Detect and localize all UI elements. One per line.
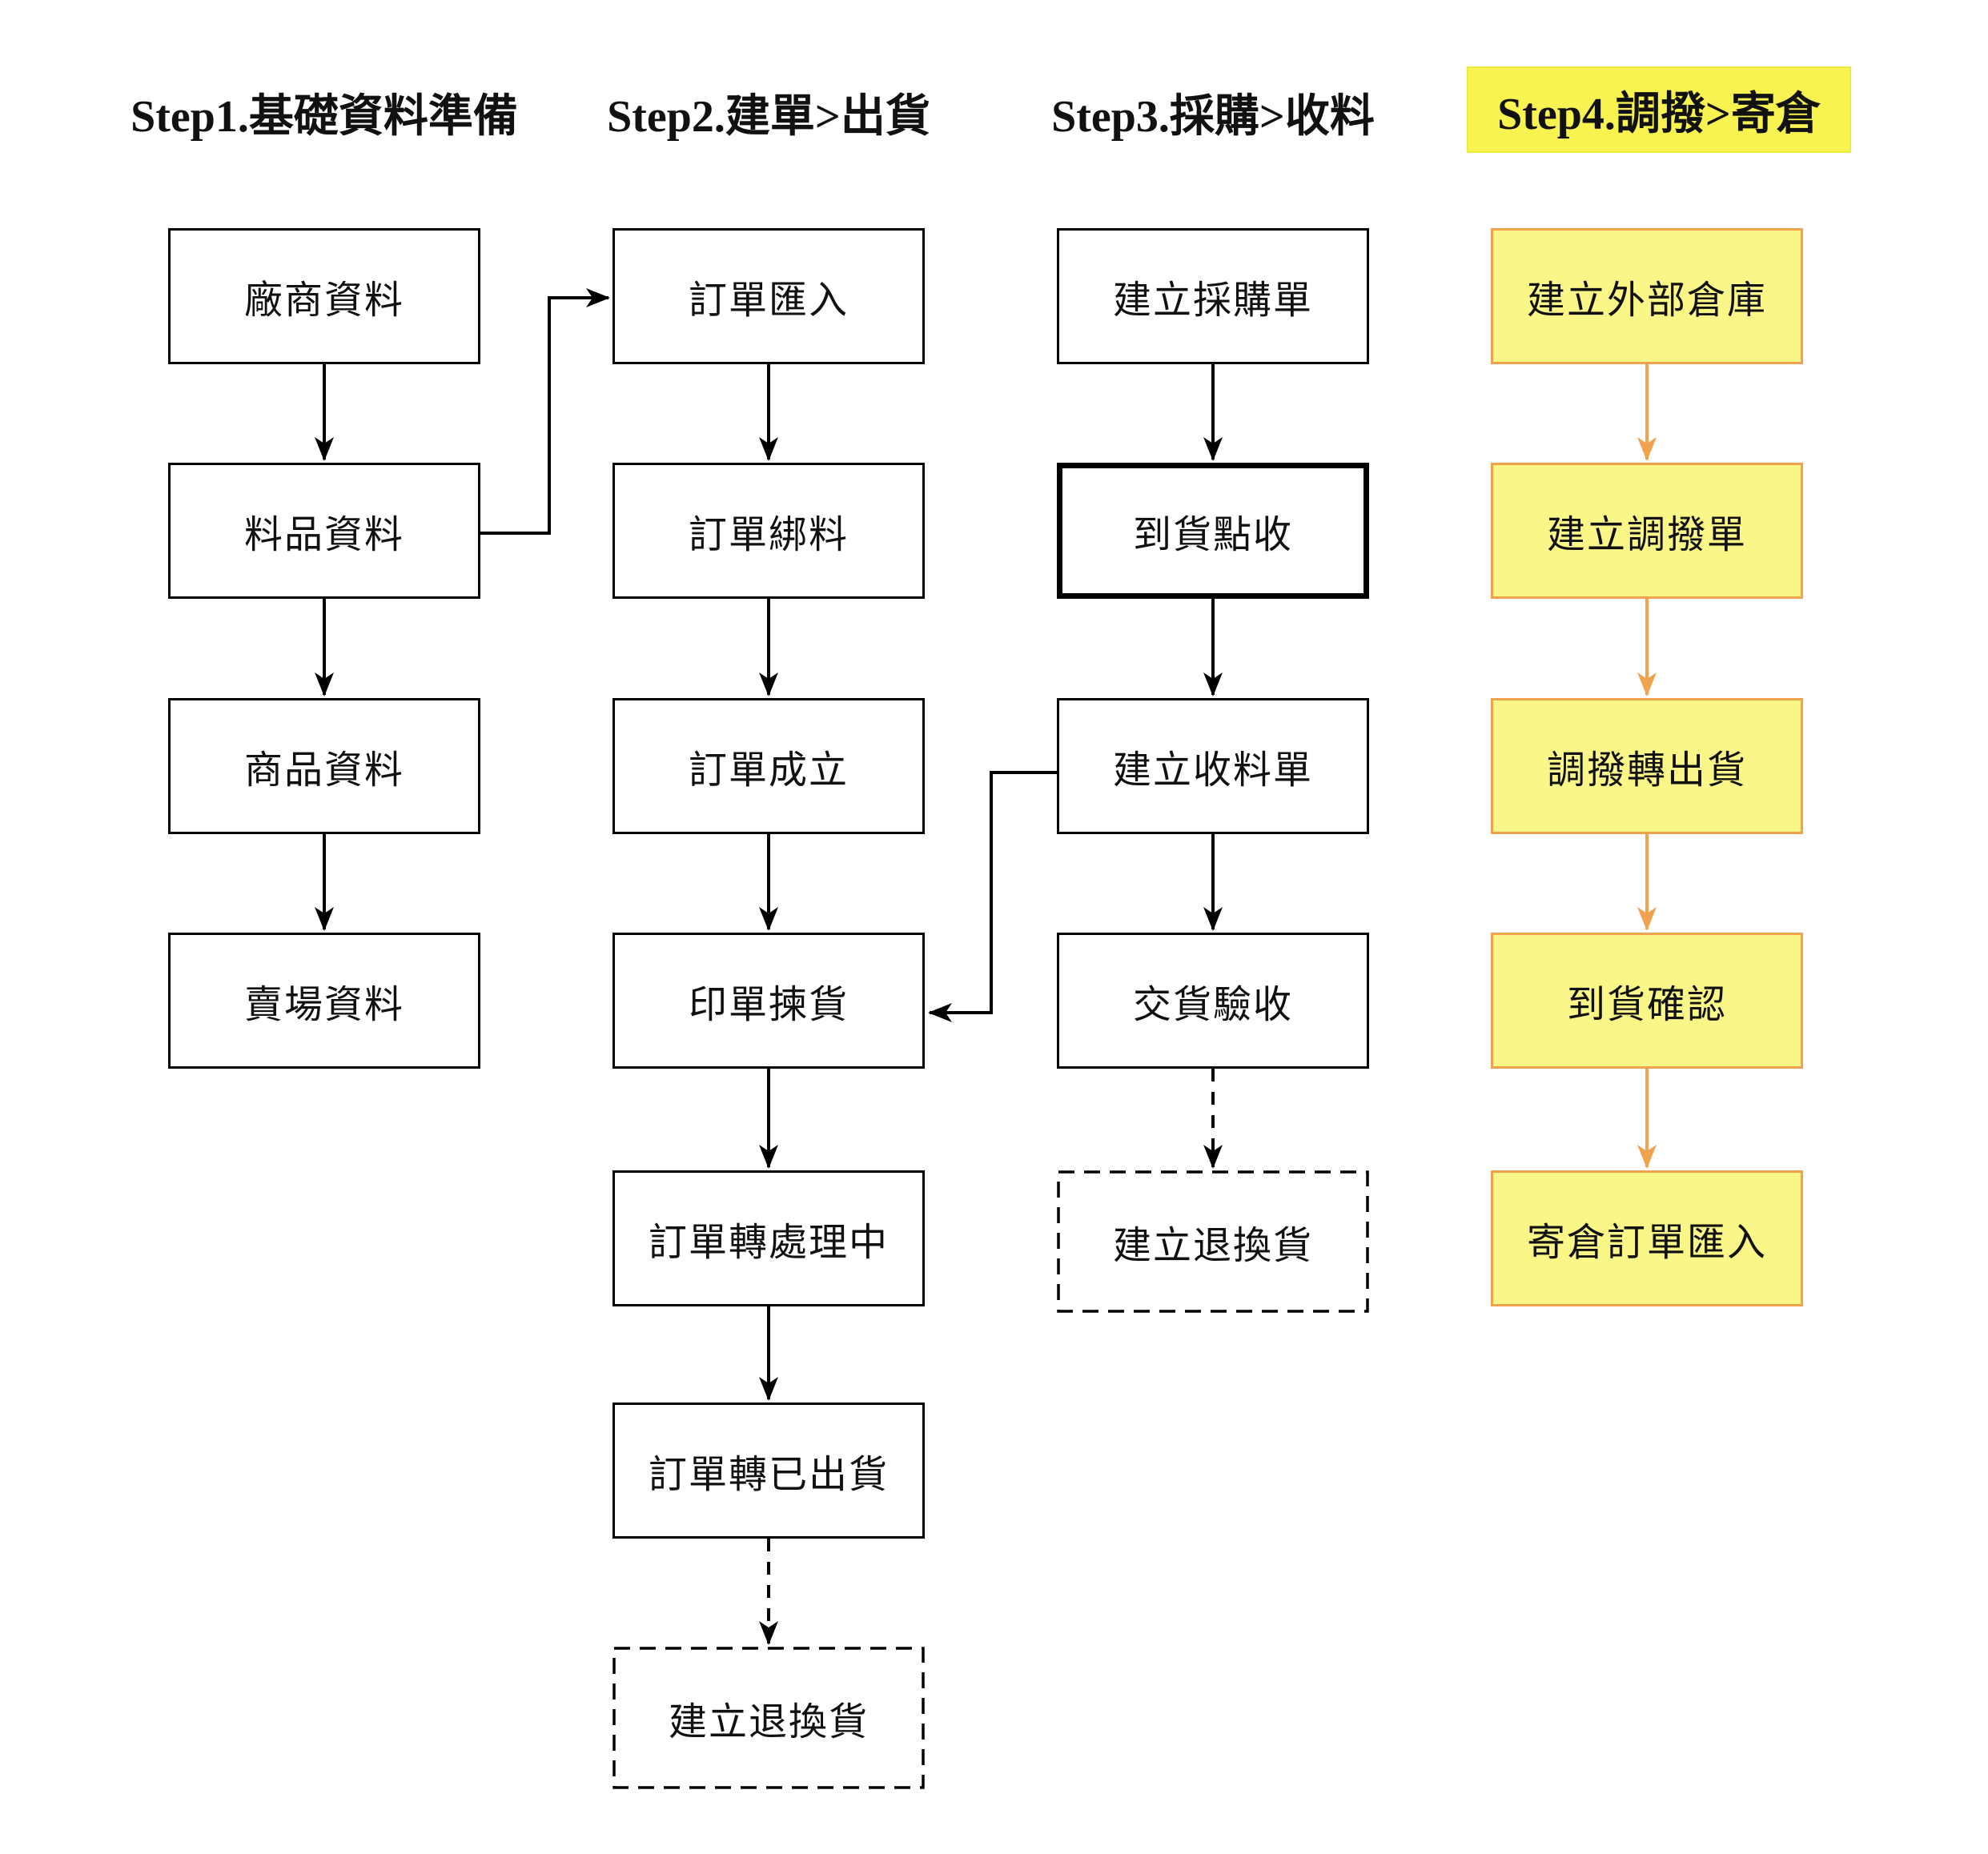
column-header-step4: Step4.調撥>寄倉 — [1497, 89, 1821, 139]
node-create-external-warehouse: 建立外部倉庫 — [1491, 228, 1803, 364]
node-arrival-confirm: 到貨確認 — [1491, 933, 1803, 1069]
node-create-purchase-order: 建立採購單 — [1057, 228, 1369, 364]
dashed-box-return-sales-outline — [612, 1647, 925, 1789]
node-create-receiving-note: 建立收料單 — [1057, 698, 1369, 834]
node-store-data: 賣場資料 — [168, 933, 480, 1069]
edge-material-to-order-import — [480, 288, 610, 535]
column-header-step1: Step1.基礎資料準備 — [131, 91, 518, 142]
node-order-import: 訂單匯入 — [612, 228, 925, 364]
node-order-to-processing: 訂單轉處理中 — [612, 1170, 925, 1306]
node-order-to-shipped: 訂單轉已出貨 — [612, 1403, 925, 1539]
node-create-return-exchange-sales: 建立退換貨 — [668, 1701, 869, 1744]
node-vendor-data: 廠商資料 — [168, 228, 480, 364]
node-create-return-exchange-purchase: 建立退換貨 — [1112, 1225, 1313, 1267]
column-header-step4-highlight-band: Step4.調撥>寄倉 — [1467, 66, 1851, 153]
node-material-data: 料品資料 — [168, 463, 480, 599]
node-order-established: 訂單成立 — [612, 698, 925, 834]
column-header-step2: Step2.建單>出貨 — [607, 91, 930, 142]
edge-receiving-to-print-pick — [928, 771, 1057, 1022]
node-consignment-order-import: 寄倉訂單匯入 — [1491, 1170, 1803, 1306]
node-create-transfer-order: 建立調撥單 — [1491, 463, 1803, 599]
node-transfer-to-shipment: 調撥轉出貨 — [1491, 698, 1803, 834]
node-delivery-acceptance: 交貨驗收 — [1057, 933, 1369, 1069]
node-product-data: 商品資料 — [168, 698, 480, 834]
node-order-bind-material: 訂單綁料 — [612, 463, 925, 599]
dashed-box-return-purchase-outline — [1057, 1170, 1369, 1313]
node-arrival-check: 到貨點收 — [1057, 463, 1369, 599]
column-header-step3: Step3.採購>收料 — [1051, 91, 1375, 142]
node-print-pick: 印單揀貨 — [612, 933, 925, 1069]
